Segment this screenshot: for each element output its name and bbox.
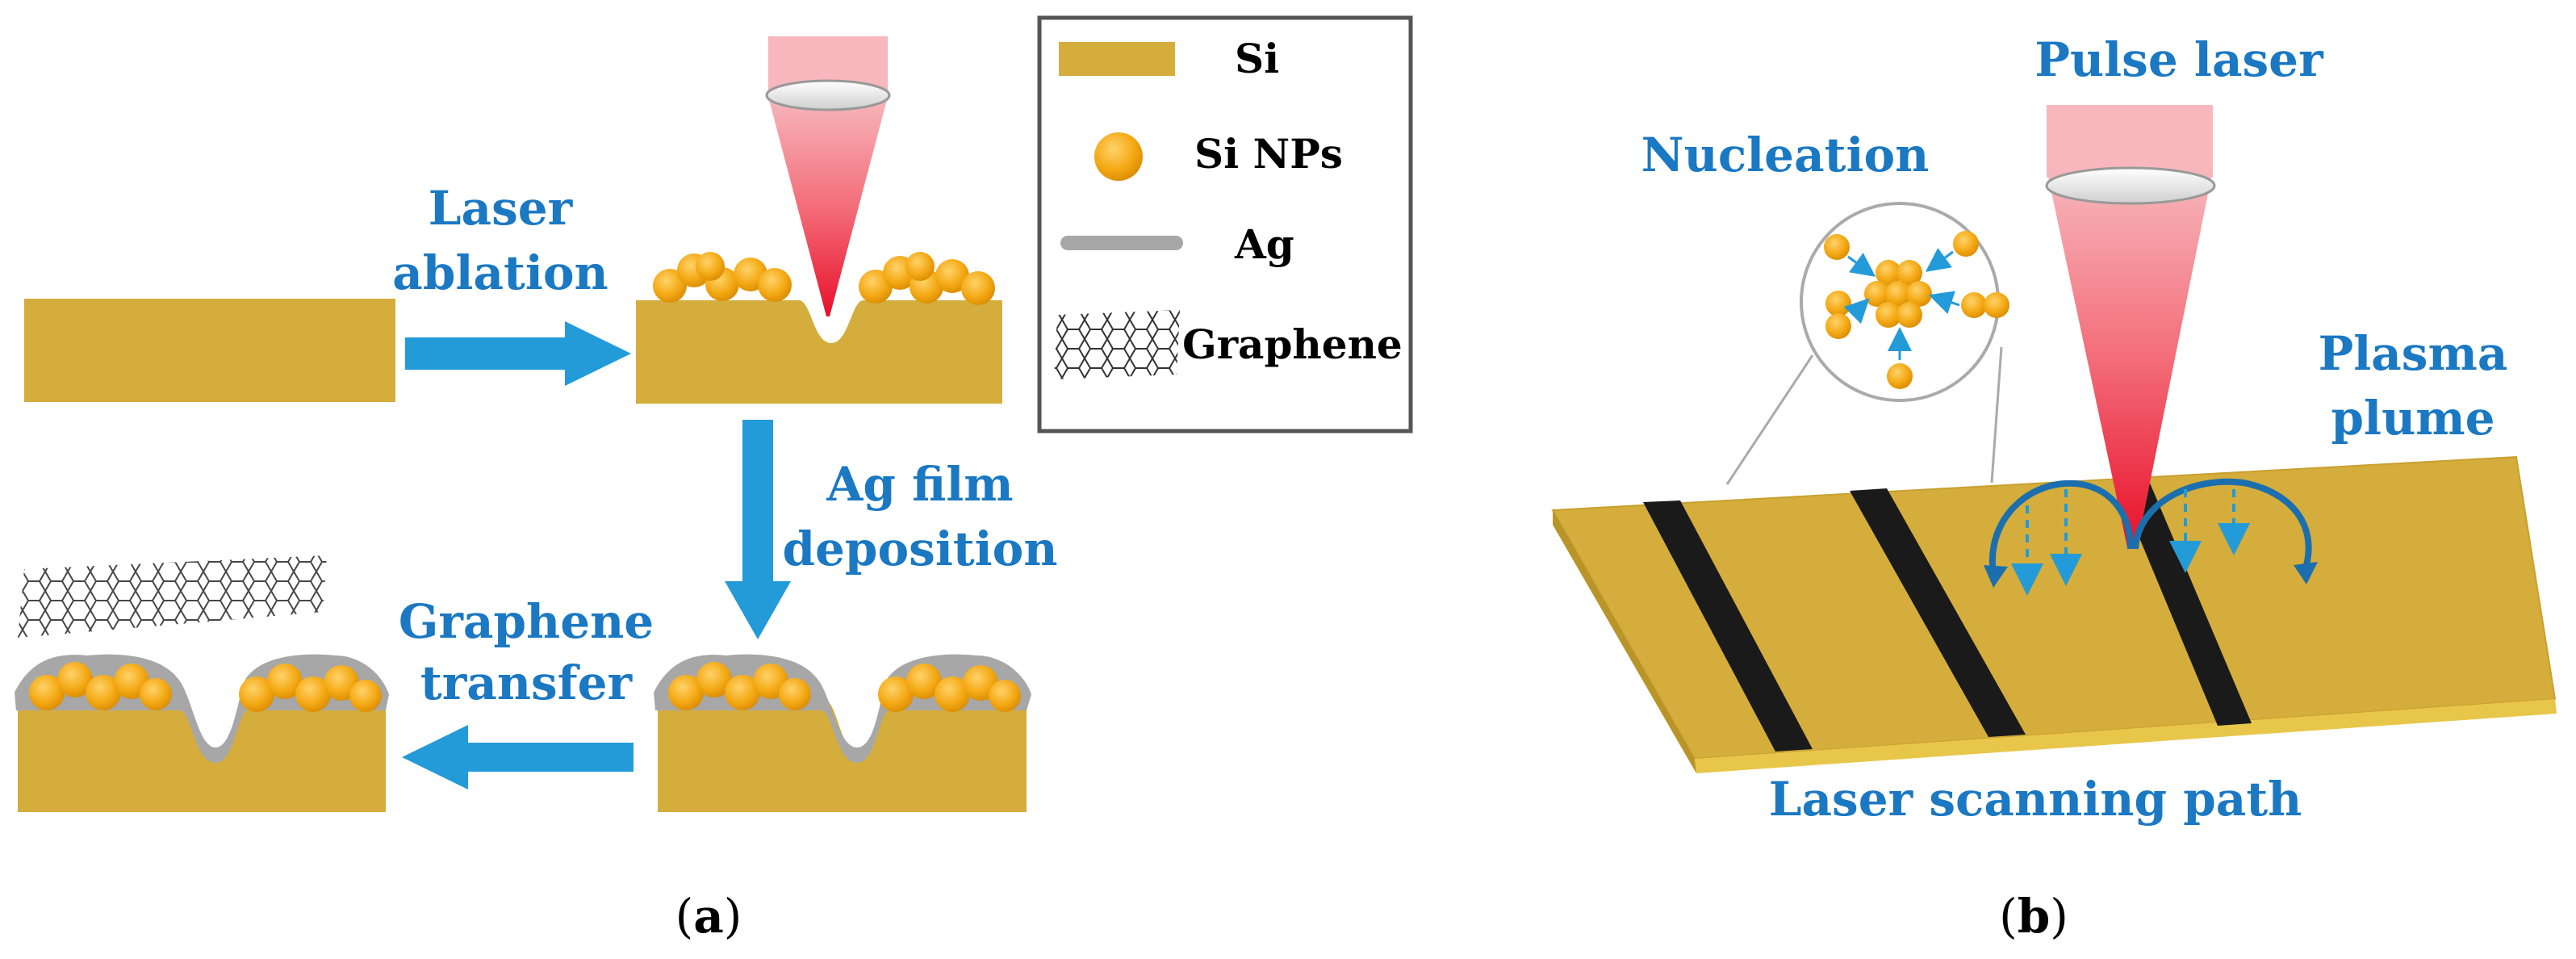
ag-film-arrow (725, 420, 791, 639)
scan-track-2 (1850, 488, 2026, 737)
laser-ablation-arrow (405, 321, 631, 386)
si-nanoparticles-cluster-left (653, 252, 792, 303)
ag-film-label-line1: Ag film (826, 457, 1013, 512)
ag-coated-block (654, 654, 1031, 812)
si-nanoparticles-final-right (239, 664, 382, 712)
laser-ablation-label-line2: ablation (392, 245, 608, 300)
graphene-transfer-arrow (402, 725, 634, 789)
ablated-si-block (636, 36, 1002, 404)
legend-si-np-swatch (1094, 132, 1143, 181)
legend-si-nps-label: Si NPs (1194, 130, 1343, 178)
legend: Si Si NPs Ag Graphene (1037, 15, 1413, 433)
scan-track-1 (1643, 500, 1813, 752)
si-nanoparticles-coated-left (668, 662, 811, 710)
graphene-transfer-label-line2: transfer (420, 655, 634, 710)
ag-film-label-line2: deposition (782, 521, 1057, 576)
caption-a: (a) (675, 889, 742, 944)
final-device-block (15, 555, 389, 812)
legend-si-swatch (1059, 42, 1175, 76)
laser-beam-a (765, 36, 891, 316)
legend-graphene-label: Graphene (1182, 320, 1403, 368)
callout-line-2 (1990, 346, 2003, 484)
si-nanoparticles-coated-right (878, 664, 1021, 712)
plume-arc-right (2132, 478, 2312, 566)
si-nanoparticles-final-left (29, 662, 172, 710)
laser-ablation-label-line1: Laser (429, 181, 574, 236)
plasma-plume (1984, 478, 2318, 588)
legend-ag-label: Ag (1234, 220, 1294, 268)
laser-beam-b (2045, 105, 2216, 547)
legend-si-label: Si (1235, 35, 1279, 82)
si-nanoparticles-cluster-right (859, 252, 995, 305)
scanning-path-label: Laser scanning path (1769, 772, 2302, 827)
nucleation-callout (1800, 202, 2009, 402)
nucleation-arrows (1843, 248, 1960, 360)
plume-dashed-arrows (2011, 489, 2250, 596)
plume-arc-left (1988, 480, 2134, 574)
legend-graphene-swatch (1054, 310, 1180, 379)
nucleation-label: Nucleation (1641, 128, 1930, 182)
pulse-laser-label: Pulse laser (2034, 32, 2324, 87)
graphene-sheet (18, 555, 327, 638)
lens-a (765, 79, 891, 111)
callout-line-1 (1725, 354, 1814, 485)
panel-a: Laser ablation (15, 36, 1058, 944)
caption-b: (b) (1999, 889, 2068, 944)
panel-b: Pulse laser Nucleation Plasma plume (1551, 32, 2557, 944)
graphene-transfer-label-line1: Graphene (399, 594, 654, 649)
substrate-front-edge (1695, 699, 2557, 773)
plasma-label-line2: plume (2331, 391, 2494, 446)
nucleation-cluster (1864, 260, 1932, 328)
legend-ag-swatch (1060, 236, 1183, 250)
scan-track-3 (2114, 475, 2252, 726)
plasma-label-line1: Plasma (2319, 326, 2508, 381)
si-wafer-initial (24, 299, 395, 402)
lens-b (2045, 166, 2216, 205)
substrate-left-edge (1553, 510, 1696, 773)
